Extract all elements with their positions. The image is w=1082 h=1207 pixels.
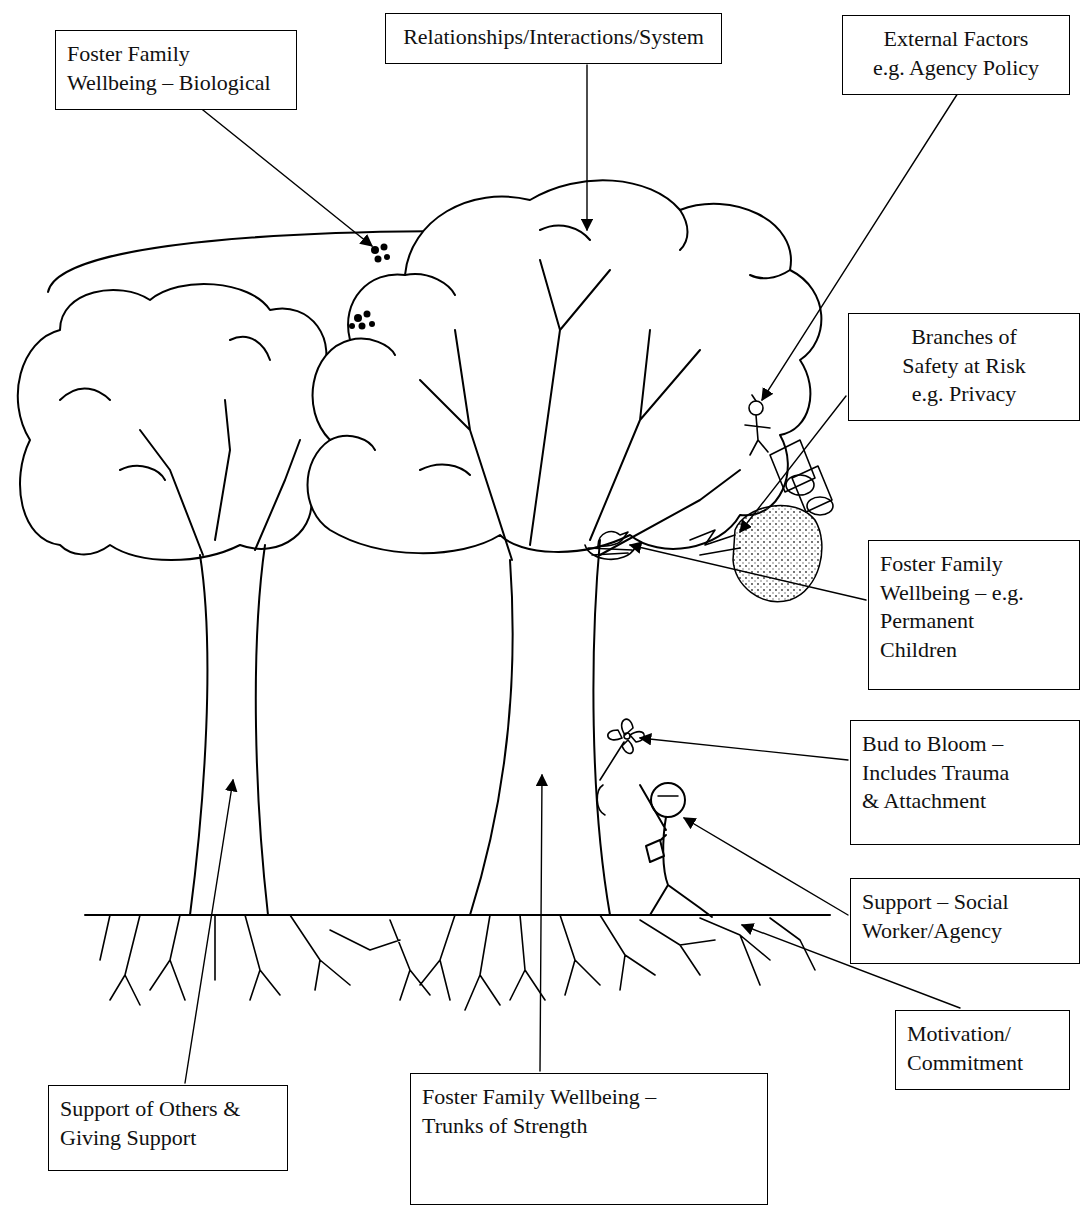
leader-lines — [185, 65, 960, 1083]
left-branches — [140, 400, 300, 555]
seed-dots — [371, 246, 379, 254]
observer-figure — [745, 395, 770, 455]
flower — [600, 742, 624, 780]
label-box: Support – Social Worker/Agency — [850, 878, 1080, 964]
seed-dots — [369, 321, 375, 327]
label-box: Branches of Safety at Risk e.g. Privacy — [848, 313, 1080, 421]
middle-canopy — [308, 180, 822, 553]
social-worker-figure — [658, 795, 678, 797]
roots — [100, 915, 815, 1010]
flower — [624, 733, 630, 739]
label-box: Foster Family Wellbeing – Biological — [55, 30, 297, 110]
seed-dots — [364, 311, 371, 318]
ground-line — [85, 914, 830, 916]
box-text: Bud to Bloom – Includes Trauma & Attachm… — [862, 730, 1030, 816]
left-canopy-detail — [60, 337, 270, 480]
flower — [600, 719, 644, 780]
box-text: Relationships/Interactions/System — [397, 23, 710, 52]
leader-lines — [586, 65, 587, 230]
left-trunk — [190, 545, 268, 915]
label-box: Foster Family Wellbeing – e.g. Permanent… — [868, 540, 1080, 690]
label-box: Relationships/Interactions/System — [385, 13, 722, 64]
leader-lines — [684, 818, 848, 915]
flower — [630, 732, 644, 742]
box-text: Foster Family Wellbeing – Trunks of Stre… — [422, 1083, 697, 1140]
leader-lines — [630, 545, 866, 600]
middle-canopy-detail — [330, 210, 790, 475]
middle-branches — [420, 260, 740, 560]
observer-figure — [745, 395, 770, 455]
seed-dots — [359, 323, 366, 330]
seed-dots — [354, 314, 362, 322]
leader-lines — [640, 738, 848, 760]
label-box: Bud to Bloom – Includes Trauma & Attachm… — [850, 720, 1080, 845]
label-box: Motivation/ Commitment — [895, 1010, 1070, 1090]
box-text: Foster Family Wellbeing – e.g. Permanent… — [880, 550, 1026, 664]
leader-lines — [188, 98, 372, 246]
bird — [598, 532, 628, 547]
seed-dots — [349, 244, 390, 330]
leader-lines — [185, 780, 233, 1083]
social-worker-figure — [646, 840, 664, 862]
leader-lines — [740, 396, 846, 532]
trunk-bud — [597, 785, 605, 815]
nest — [585, 545, 635, 559]
broken-branch — [690, 530, 740, 555]
seed-dots — [375, 256, 382, 263]
observer-figure — [749, 401, 763, 415]
binoculars — [807, 497, 833, 515]
social-worker-figure — [640, 785, 712, 917]
middle-trunk — [470, 540, 610, 915]
box-text: Branches of Safety at Risk e.g. Privacy — [888, 323, 1040, 409]
binoculars — [792, 466, 832, 512]
binoculars — [770, 440, 833, 515]
left-canopy — [18, 284, 336, 560]
flower — [608, 730, 622, 740]
box-text: Support – Social Worker/Agency — [862, 888, 1034, 945]
seed-dots — [381, 244, 388, 251]
binoculars — [786, 475, 814, 495]
social-worker-figure — [640, 783, 712, 917]
seed-dots — [384, 254, 390, 260]
label-box: Support of Others & Giving Support — [48, 1085, 288, 1171]
box-text: External Factors e.g. Agency Policy — [865, 25, 1047, 82]
box-text: Motivation/ Commitment — [907, 1020, 1039, 1077]
label-box: Foster Family Wellbeing – Trunks of Stre… — [410, 1073, 768, 1205]
leader-lines — [540, 775, 542, 1071]
seed-dots — [349, 323, 355, 329]
box-text: Support of Others & Giving Support — [60, 1095, 256, 1152]
box-text: Foster Family Wellbeing – Biological — [67, 40, 283, 97]
label-box: External Factors e.g. Agency Policy — [842, 15, 1070, 95]
tree-illustration — [18, 65, 960, 1083]
